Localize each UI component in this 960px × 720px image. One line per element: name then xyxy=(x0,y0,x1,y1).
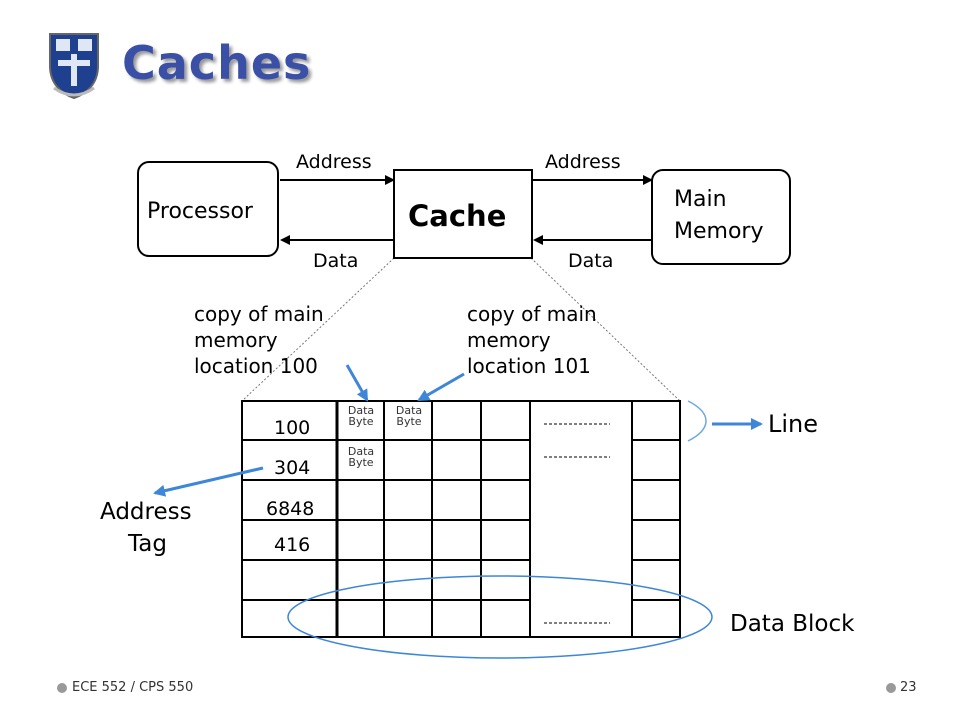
tag-cell: 416 xyxy=(274,534,311,556)
footer-course: ECE 552 / CPS 550 xyxy=(72,680,194,695)
main-memory-label-line1: Main xyxy=(674,187,727,212)
main-memory-label-line2: Memory xyxy=(674,219,764,244)
data-block-ellipse xyxy=(287,575,713,659)
processor-label: Processor xyxy=(147,199,253,224)
address-tag-arrow xyxy=(153,466,264,497)
note-right-arrow xyxy=(417,372,465,402)
data-block-label: Data Block xyxy=(730,611,855,637)
data-byte-cell: Data Byte xyxy=(395,404,423,428)
university-crest-logo xyxy=(46,30,102,100)
slide-title: Caches xyxy=(122,36,312,90)
tag-cell: 100 xyxy=(274,417,311,439)
footer-page-number: 23 xyxy=(900,680,917,695)
line-label: Line xyxy=(768,410,819,438)
note-left-arrow xyxy=(345,364,369,402)
address-label-right: Address xyxy=(545,151,621,173)
data-byte-cell: Data Byte xyxy=(347,445,375,469)
note-location-100: copy of main memory location 100 xyxy=(194,302,324,378)
data-label-right: Data xyxy=(568,250,614,272)
data-byte-cell: Data Byte xyxy=(347,404,375,428)
address-label-left: Address xyxy=(296,151,372,173)
main-memory-box: Main Memory xyxy=(651,169,791,265)
processor-box: Processor xyxy=(137,161,279,257)
data-label-left: Data xyxy=(313,250,359,272)
tag-cell: 304 xyxy=(274,457,311,479)
address-tag-label-line1: Address xyxy=(100,499,192,525)
line-bracket xyxy=(687,400,707,442)
note-location-101: copy of main memory location 101 xyxy=(467,302,597,378)
address-tag-label-line2: Tag xyxy=(128,531,167,557)
tag-cell: 6848 xyxy=(266,498,315,520)
cache-box: Cache xyxy=(393,169,533,259)
cache-label: Cache xyxy=(408,199,507,233)
